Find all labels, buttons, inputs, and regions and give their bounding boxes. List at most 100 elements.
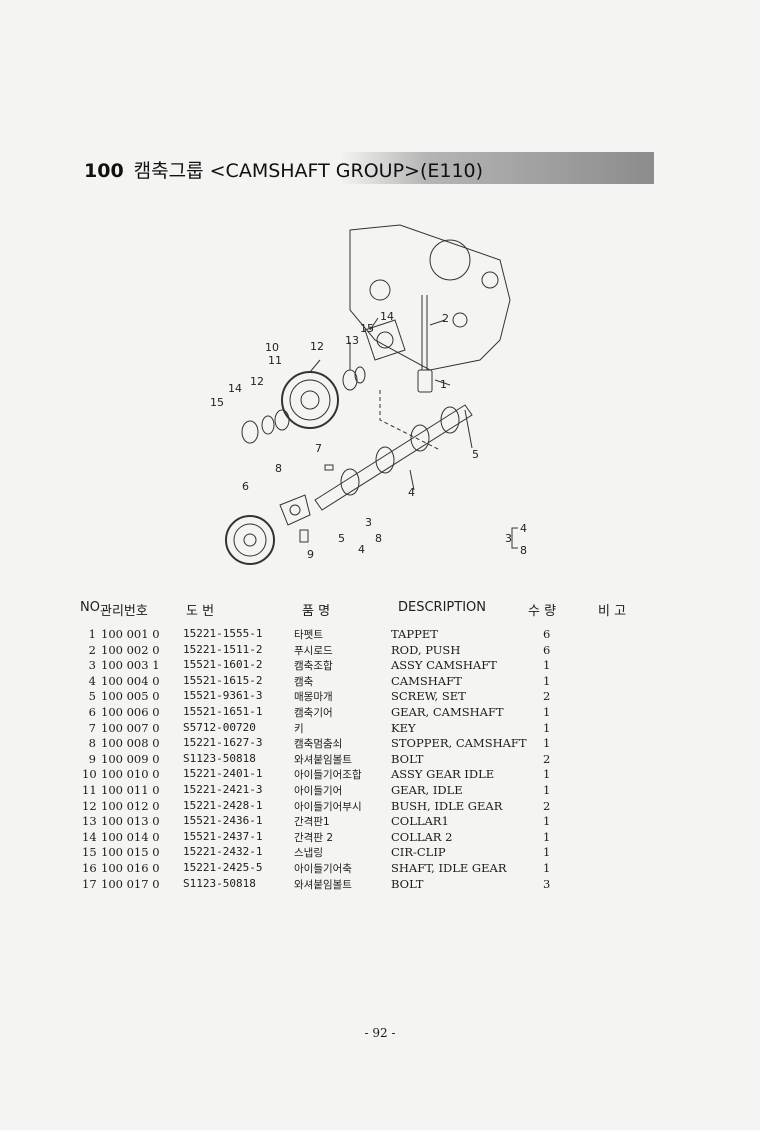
row-part-number: 15221-2401-1 [183, 767, 263, 781]
row-quantity: 1 [543, 673, 551, 688]
callout-16: 14 [380, 310, 394, 323]
row-mgmt-number: 100 005 0 [101, 689, 160, 704]
row-no: 2 [88, 642, 96, 657]
row-korean-name: 아이들기어부시 [294, 800, 362, 813]
row-part-number: 15521-9361-3 [183, 689, 263, 703]
row-no: 17 [82, 876, 97, 891]
row-quantity: 1 [543, 814, 551, 829]
row-no: 14 [82, 829, 97, 844]
row-korean-name: 캠축 [294, 675, 314, 688]
callout-9: 9 [307, 548, 314, 561]
row-description: TAPPET [391, 627, 438, 641]
row-description: KEY [391, 720, 416, 735]
header-name: 품 명 [302, 604, 331, 619]
row-quantity: 1 [543, 767, 551, 782]
row-part-number: 15521-2436-1 [183, 814, 263, 828]
row-no: 16 [82, 860, 97, 875]
row-description: BUSH, IDLE GEAR [391, 798, 503, 813]
header-qty: 수 량 [528, 604, 557, 619]
row-korean-name: 와셔붙임볼트 [294, 878, 352, 891]
row-no: 7 [88, 720, 96, 735]
row-mgmt-number: 100 012 0 [101, 798, 160, 813]
legend-4: 4 [520, 522, 527, 535]
legend-3: 3 [505, 532, 512, 545]
row-korean-name: 아이들기어조합 [294, 769, 362, 782]
row-part-number: 15221-2432-1 [183, 845, 263, 859]
row-korean-name: 키 [294, 722, 304, 735]
row-korean-name: 아이들기어축 [294, 862, 352, 875]
callout-5b: 5 [338, 532, 345, 545]
row-description: COLLAR 2 [391, 829, 453, 844]
callout-17: 15 [360, 322, 374, 335]
callout-14: 14 [228, 382, 242, 395]
row-mgmt-number: 100 004 0 [101, 673, 160, 688]
callout-10: 10 [265, 341, 279, 354]
row-korean-name: 캠축기어 [294, 706, 333, 719]
callout-1: 1 [440, 378, 447, 391]
title-bar [84, 152, 654, 184]
row-quantity: 2 [543, 798, 551, 813]
row-quantity: 1 [543, 845, 551, 860]
callout-15: 15 [210, 396, 224, 409]
row-no: 9 [88, 751, 96, 766]
row-korean-name: 아이들기어 [294, 784, 343, 797]
row-mgmt-number: 100 003 1 [101, 658, 160, 673]
row-korean-name: 와셔붙임볼트 [294, 753, 352, 766]
row-no: 8 [88, 736, 96, 751]
row-description: GEAR, IDLE [391, 782, 463, 797]
row-mgmt-number: 100 016 0 [101, 860, 160, 875]
callout-13: 13 [345, 334, 359, 347]
row-part-number: 15221-2428-1 [183, 798, 263, 812]
header-remark: 비 고 [598, 604, 627, 619]
row-part-number: S1123-50818 [183, 876, 256, 890]
section-title: 캠축그룹 <CAMSHAFT GROUP>(E110) [133, 160, 484, 182]
row-part-number: S5712-00720 [183, 720, 256, 734]
callout-12b: 12 [250, 375, 264, 388]
callout-8b: 8 [375, 532, 382, 545]
callout-6: 6 [242, 480, 249, 493]
header-no: NO [80, 600, 100, 615]
row-no: 13 [82, 814, 97, 829]
row-quantity: 1 [543, 658, 551, 673]
row-part-number: 15521-1651-1 [183, 704, 263, 718]
row-korean-name: 간격판1 [294, 816, 330, 829]
row-mgmt-number: 100 014 0 [101, 829, 160, 844]
row-part-number: 15521-1601-2 [183, 658, 263, 672]
row-quantity: 6 [543, 627, 551, 641]
row-part-number: 15221-2425-5 [183, 860, 263, 874]
row-quantity: 2 [543, 751, 551, 766]
row-mgmt-number: 100 009 0 [101, 751, 160, 766]
row-description: CAMSHAFT [391, 673, 462, 688]
row-part-number: 15221-1511-2 [183, 642, 263, 656]
row-quantity: 3 [543, 876, 551, 891]
row-mgmt-number: 100 017 0 [101, 876, 160, 891]
row-mgmt-number: 100 011 0 [101, 782, 160, 797]
row-mgmt-number: 100 010 0 [101, 767, 160, 782]
row-mgmt-number: 100 013 0 [101, 814, 160, 829]
row-quantity: 1 [543, 720, 551, 735]
row-mgmt-number: 100 015 0 [101, 845, 160, 860]
row-no: 1 [88, 627, 96, 641]
row-no: 3 [88, 658, 96, 673]
callout-4b: 4 [358, 543, 365, 556]
row-part-number: 15221-2421-3 [183, 782, 263, 796]
page-number: - 92 - [364, 1026, 396, 1040]
row-part-number: 15221-1627-3 [183, 736, 263, 750]
row-no: 10 [82, 767, 97, 782]
header-mgmt: 관리번호 [100, 604, 148, 619]
row-quantity: 1 [543, 782, 551, 797]
callout-2: 2 [442, 312, 449, 325]
row-quantity: 2 [543, 689, 551, 704]
row-korean-name: 푸시로드 [294, 644, 333, 657]
